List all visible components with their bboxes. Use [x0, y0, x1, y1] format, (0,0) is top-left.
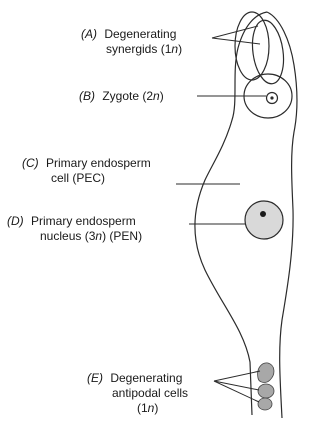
label-c: (C) Primary endosperm — [22, 156, 151, 170]
label-e-letter: (E) — [87, 371, 103, 385]
label-b: (B) Zygote (2n) — [79, 89, 164, 103]
primary-endosperm-nucleus — [245, 201, 283, 239]
label-b-letter: (B) — [79, 89, 95, 103]
label-a: (A) Degenerating — [81, 27, 176, 41]
pen-nucleolus — [260, 211, 266, 217]
label-d-line2: nucleus (3n) (PEN) — [40, 229, 142, 243]
label-e-line3: (1n) — [137, 401, 158, 415]
label-d-line1: Primary endosperm — [31, 214, 136, 228]
label-c-letter: (C) — [22, 156, 39, 170]
label-a-line2: synergids (1n) — [106, 42, 182, 56]
label-d-letter: (D) — [7, 214, 24, 228]
label-c-line1: Primary endosperm — [46, 156, 151, 170]
label-e-line2: antipodal cells — [112, 386, 188, 400]
antipodal-cell — [258, 398, 272, 410]
pointer-line-e — [214, 371, 260, 381]
pointer-line-a — [212, 26, 258, 38]
pointer-line-e — [214, 381, 259, 390]
label-c-line2: cell (PEC) — [51, 171, 105, 185]
pointer-line-e — [214, 381, 259, 402]
label-a-letter: (A) — [81, 27, 97, 41]
label-a-line1: Degenerating — [104, 27, 176, 41]
synergid-cell — [249, 18, 288, 86]
antipodal-cell — [258, 363, 274, 383]
zygote-nucleolus — [270, 96, 273, 99]
label-d: (D) Primary endosperm — [7, 214, 136, 228]
antipodal-cell — [258, 384, 274, 398]
label-e: (E) Degenerating — [87, 371, 182, 385]
label-e-line1: Degenerating — [110, 371, 182, 385]
